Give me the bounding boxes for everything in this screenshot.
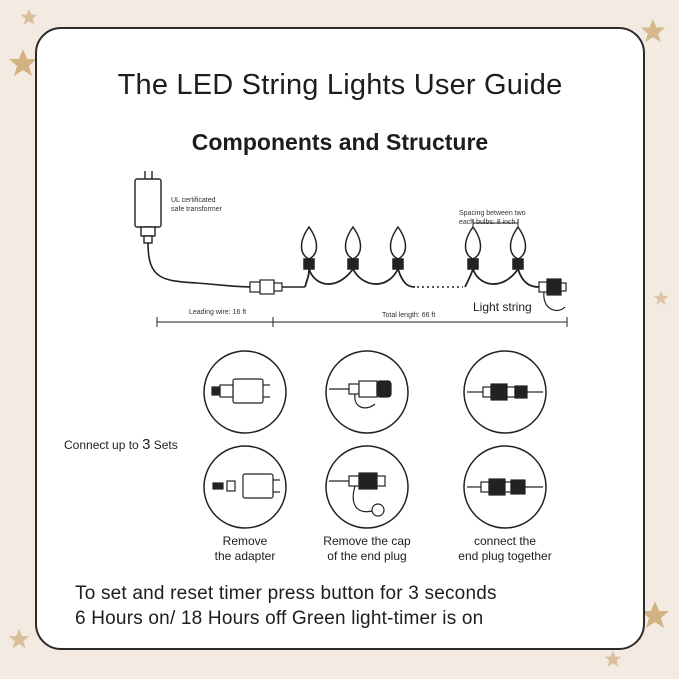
bulbs-group	[464, 225, 527, 270]
timer-instruction: To set and reset timer press button for …	[75, 583, 497, 604]
guide-card: The LED String Lights User Guide Compone…	[35, 27, 645, 650]
timer-schedule: 6 Hours on/ 18 Hours off Green light-tim…	[75, 608, 484, 629]
leading-wire-label: Leading wire: 16 ft	[189, 309, 247, 316]
transformer-label: UL certificated safe transformer	[171, 197, 222, 213]
total-length-label: Total length: 66 ft	[382, 312, 436, 319]
star-decoration-icon	[9, 49, 37, 76]
connect-sets-label: Connect up to 3 Sets	[64, 436, 178, 453]
light-string-label: Light string	[473, 300, 532, 314]
star-decoration-icon	[604, 650, 622, 667]
transformer-icon	[134, 171, 162, 244]
page-title: The LED String Lights User Guide	[117, 69, 563, 101]
string-lights-diagram	[134, 171, 568, 327]
star-decoration-icon	[20, 8, 38, 25]
spacing-label: Spacing between two each bulbs: 8 inch	[459, 210, 526, 226]
star-decoration-icon	[641, 601, 669, 628]
connector-icon	[249, 279, 283, 295]
star-decoration-icon	[8, 628, 30, 649]
star-decoration-icon	[640, 18, 666, 43]
star-decoration-icon	[653, 290, 669, 305]
section-title: Components and Structure	[191, 129, 489, 155]
connection-steps-diagram	[203, 350, 547, 529]
end-plug-icon	[538, 278, 567, 312]
bulbs-group	[300, 225, 407, 270]
